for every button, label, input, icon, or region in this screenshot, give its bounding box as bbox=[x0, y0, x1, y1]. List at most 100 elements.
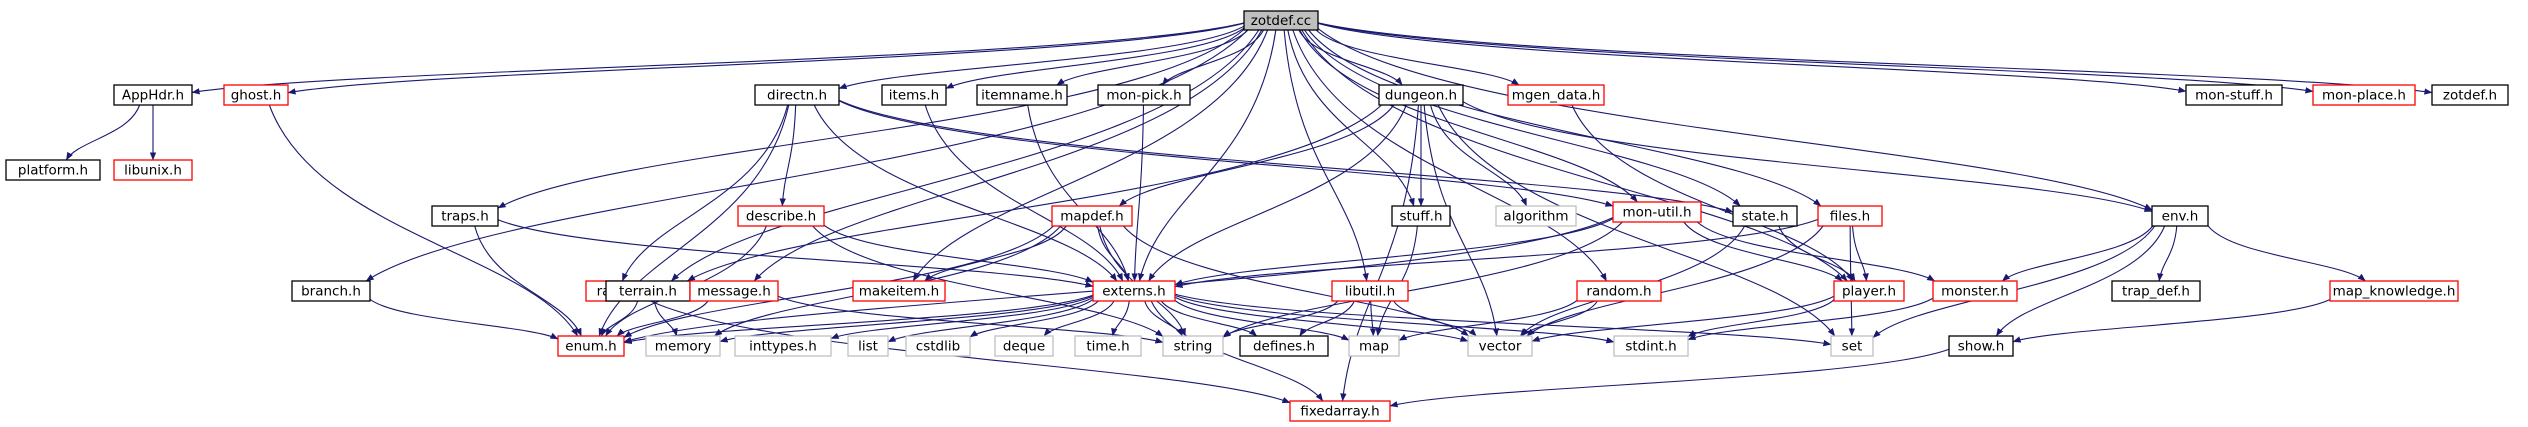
node-map-knowledge-h[interactable]: map_knowledge.h bbox=[2329, 280, 2459, 302]
edge-ghost_h-to-enum_h bbox=[268, 104, 579, 337]
edge-zotdef_cc-to-AppHdr_h bbox=[191, 22, 1245, 95]
node-ghost-h[interactable]: ghost.h bbox=[223, 84, 289, 106]
edge-zotdef_cc-to-files_h bbox=[1308, 29, 1822, 207]
edge-dungeon_h-to-algorithm bbox=[1429, 104, 1528, 207]
node-zotdef-h[interactable]: zotdef.h bbox=[2431, 84, 2509, 106]
node-box bbox=[1074, 335, 1142, 357]
node-label: zotdef.h bbox=[2443, 88, 2497, 104]
edge-externs_h-to-cstdlib bbox=[969, 300, 1099, 338]
node-label: show.h bbox=[1958, 339, 2005, 355]
node-libutil-h[interactable]: libutil.h bbox=[1331, 280, 1409, 302]
node-describe-h[interactable]: describe.h bbox=[737, 205, 825, 227]
node-label: state.h bbox=[1741, 209, 1788, 225]
node-mon-stuff-h[interactable]: mon-stuff.h bbox=[2185, 84, 2283, 106]
node-box bbox=[1817, 205, 1883, 227]
node-box bbox=[734, 335, 832, 357]
edge-random_h-to-map bbox=[1398, 300, 1578, 341]
node-enum-h[interactable]: enum.h bbox=[557, 335, 625, 357]
edge-zotdef_cc-to-dungeon_h bbox=[1298, 29, 1403, 86]
edge-zotdef_cc-to-mon_place_h bbox=[1317, 22, 2314, 94]
node-show-h[interactable]: show.h bbox=[1948, 335, 2014, 357]
edge-ray_h-to-fixedarray_h bbox=[639, 294, 1291, 404]
edge-describe_h-to-string bbox=[812, 225, 1164, 337]
node-message-h[interactable]: message.h bbox=[689, 280, 779, 302]
node-box bbox=[1239, 335, 1329, 357]
node-box bbox=[645, 335, 721, 357]
node-label: stuff.h bbox=[1399, 209, 1442, 225]
node-branch-h[interactable]: branch.h bbox=[291, 280, 371, 302]
node-mon-pick-h[interactable]: mon-pick.h bbox=[1097, 84, 1191, 106]
node-label: directn.h bbox=[767, 88, 827, 104]
node-terrain-h[interactable]: terrain.h bbox=[605, 280, 691, 302]
node-fixedarray-h[interactable]: fixedarray.h bbox=[1289, 400, 1391, 422]
edge-player_h-to-stdint_h bbox=[1687, 299, 1835, 338]
edge-directn_h-to-externs_h bbox=[813, 104, 1118, 282]
edge-zotdef_cc-to-itemname_h bbox=[1056, 29, 1249, 86]
node-label: zotdef.cc bbox=[1251, 13, 1311, 29]
node-label: dungeon.h bbox=[1385, 88, 1457, 104]
node-platform-h[interactable]: platform.h bbox=[5, 159, 101, 181]
node-mgen-data-h[interactable]: mgen_data.h bbox=[1507, 84, 1605, 106]
node-directn-h[interactable]: directn.h bbox=[754, 84, 840, 106]
edge-player_h-to-vector bbox=[1531, 295, 1835, 342]
node-box bbox=[2151, 205, 2209, 227]
node-box bbox=[1732, 205, 1798, 227]
node-label: vector bbox=[1479, 339, 1522, 355]
node-label: time.h bbox=[1086, 339, 1129, 355]
node-box bbox=[431, 205, 499, 227]
node-AppHdr-h[interactable]: AppHdr.h bbox=[113, 84, 193, 106]
node-libunix-h[interactable]: libunix.h bbox=[113, 159, 193, 181]
node-zotdef-cc: zotdef.cc bbox=[1243, 10, 1319, 31]
node-mon-util-h[interactable]: mon-util.h bbox=[1612, 201, 1702, 223]
edge-externs_h-to-vector bbox=[1174, 296, 1469, 342]
node-mon-place-h[interactable]: mon-place.h bbox=[2312, 84, 2416, 106]
node-traps-h[interactable]: traps.h bbox=[431, 205, 499, 227]
edge-directn_h-to-enum_h bbox=[598, 104, 790, 337]
node-label: libutil.h bbox=[1345, 284, 1395, 300]
node-label: deque bbox=[1003, 339, 1045, 355]
edge-zotdef_cc-to-env_h bbox=[1317, 28, 2153, 211]
node-set: set bbox=[1830, 335, 1874, 357]
edge-zotdef_cc-to-mgen_data_h bbox=[1315, 29, 1520, 86]
node-random-h[interactable]: random.h bbox=[1576, 280, 1662, 302]
edge-dungeon_h-to-vector bbox=[1423, 104, 1500, 337]
node-label: list bbox=[858, 339, 878, 355]
node-label: makeitem.h bbox=[859, 284, 939, 300]
node-label: enum.h bbox=[565, 339, 616, 355]
node-label: mgen_data.h bbox=[1512, 88, 1601, 104]
node-box bbox=[1612, 201, 1702, 223]
edge-random_h-to-vector bbox=[1521, 300, 1598, 337]
edge-env_h-to-show_h bbox=[1995, 225, 2166, 337]
node-box bbox=[291, 280, 371, 302]
node-defines-h[interactable]: defines.h bbox=[1239, 335, 1329, 357]
node-box bbox=[994, 335, 1054, 357]
node-trap-def-h[interactable]: trap_def.h bbox=[2111, 280, 2201, 302]
edge-files_h-to-externs_h bbox=[1174, 218, 1819, 289]
node-map: map bbox=[1348, 335, 1400, 357]
node-mapdef-h[interactable]: mapdef.h bbox=[1051, 205, 1133, 227]
node-stuff-h[interactable]: stuff.h bbox=[1391, 205, 1451, 227]
node-externs-h[interactable]: externs.h bbox=[1092, 280, 1176, 302]
edge-zotdef_cc-to-message_h bbox=[753, 29, 1263, 282]
edge-mgen_data_h-to-player_h bbox=[1571, 104, 1854, 282]
node-dungeon-h[interactable]: dungeon.h bbox=[1378, 84, 1464, 106]
node-monster-h[interactable]: monster.h bbox=[1932, 280, 2018, 302]
node-box bbox=[1243, 10, 1319, 31]
node-items-h[interactable]: items.h bbox=[881, 84, 947, 106]
node-memory: memory bbox=[645, 335, 721, 357]
node-itemname-h[interactable]: itemname.h bbox=[976, 84, 1068, 106]
edge-map_knowledge_h-to-show_h bbox=[2012, 299, 2331, 343]
node-env-h[interactable]: env.h bbox=[2151, 205, 2209, 227]
node-label: player.h bbox=[1842, 284, 1896, 300]
node-makeitem-h[interactable]: makeitem.h bbox=[852, 280, 946, 302]
edge-dungeon_h-to-mapdef_h bbox=[1118, 104, 1395, 207]
node-files-h[interactable]: files.h bbox=[1817, 205, 1883, 227]
edge-env_h-to-monster_h bbox=[2001, 225, 2154, 282]
edge-branch_h-to-enum_h bbox=[369, 298, 559, 340]
node-player-h[interactable]: player.h bbox=[1833, 280, 1905, 302]
edge-libutil_h-to-vector bbox=[1393, 300, 1477, 337]
edge-mon_util_h-to-monster_h bbox=[1696, 221, 1936, 282]
edge-externs_h-to-set bbox=[1174, 293, 1832, 347]
node-box bbox=[2431, 84, 2509, 106]
node-state-h[interactable]: state.h bbox=[1732, 205, 1798, 227]
